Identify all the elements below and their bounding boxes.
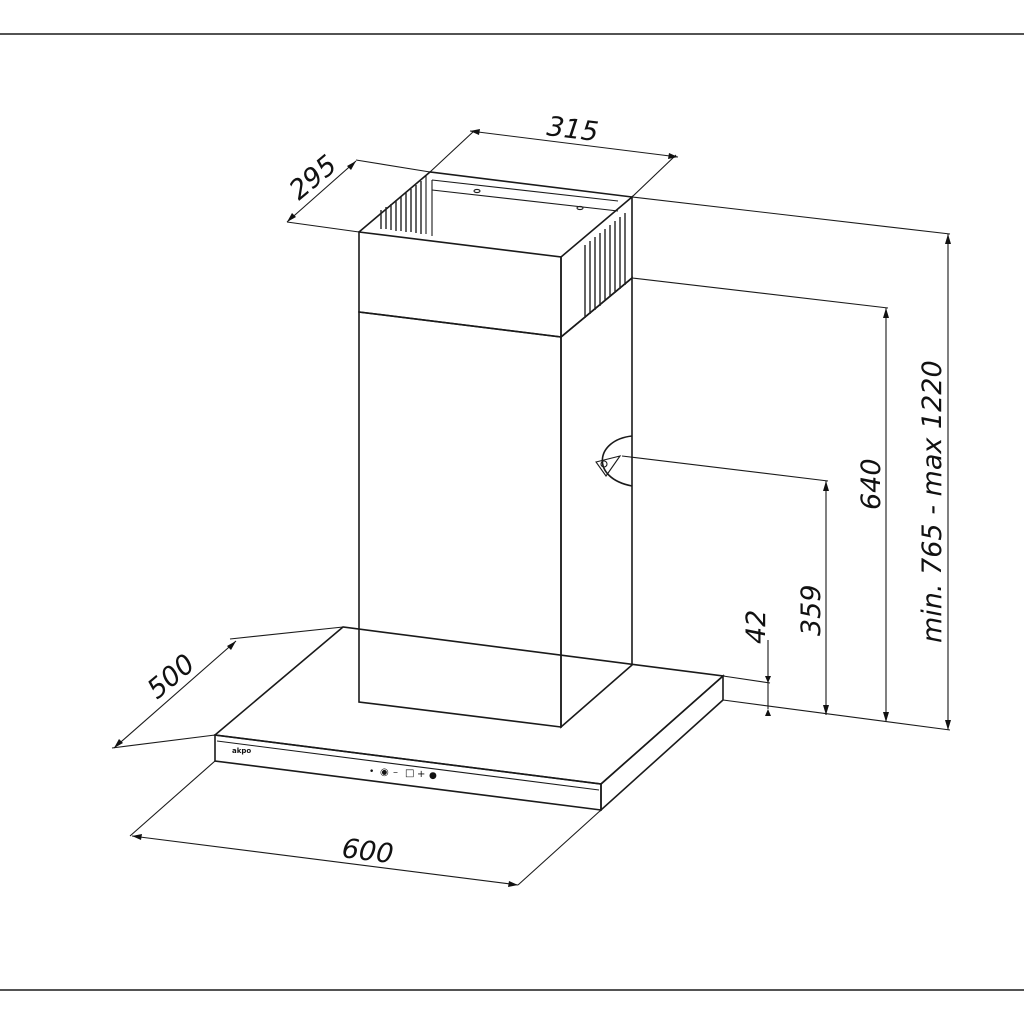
ext-canopy-top: [722, 675, 771, 684]
ext-top: [631, 196, 951, 235]
socket-icon: [595, 455, 622, 477]
dim-outlet-height: 359: [796, 481, 829, 715]
chimney-lower-front: [358, 311, 562, 728]
bracket-hole-right: [576, 205, 584, 211]
control-power-icon[interactable]: ◉: [380, 767, 389, 778]
canopy: akpo • ◉ – □ + ●: [213, 626, 725, 812]
chimney-top-rim: [358, 171, 633, 233]
vent-slots-left: [380, 181, 422, 234]
socket-cutout: [601, 435, 633, 487]
label-640: 640: [856, 458, 887, 510]
vent-slots-side: [584, 213, 626, 318]
ext-chimney-joint: [631, 277, 889, 309]
canopy-front-edge: [216, 740, 600, 791]
label-600: 600: [340, 833, 395, 870]
dim-top-width: 315: [429, 111, 679, 198]
control-panel[interactable]: • ◉ – □ + ●: [369, 767, 437, 781]
label-500: 500: [142, 648, 201, 705]
canopy-side-face: [600, 674, 724, 812]
canopy-top-face: [213, 626, 725, 785]
label-total-height: min. 765 - max 1220: [917, 360, 948, 643]
chimney-upper-side: [560, 195, 633, 339]
label-315: 315: [545, 111, 600, 148]
ext-canopy-bottom: [722, 699, 951, 731]
dim-canopy-height: 42: [741, 610, 772, 716]
dim-canopy-depth: 500: [111, 626, 344, 749]
label-42: 42: [741, 610, 772, 644]
ext-socket: [621, 455, 829, 482]
control-plus-icon[interactable]: +: [417, 769, 425, 780]
label-359: 359: [796, 584, 827, 636]
chimney: [358, 171, 633, 729]
brand-logo: akpo: [232, 747, 251, 755]
dim-canopy-width: 600: [129, 760, 602, 887]
label-295: 295: [284, 149, 343, 206]
mounting-bracket-top: [431, 179, 619, 202]
chimney-upper-front: [358, 231, 562, 338]
control-light-icon[interactable]: □: [405, 768, 414, 779]
socket-pin-icon: [600, 460, 608, 468]
dim-chimney-height: 640: [856, 308, 889, 722]
control-minus-icon[interactable]: –: [393, 767, 398, 778]
control-indicator-icon[interactable]: ●: [429, 771, 437, 781]
bracket-hole-left: [473, 188, 481, 194]
dim-total-height: min. 765 - max 1220: [917, 234, 951, 730]
control-dot-icon[interactable]: •: [369, 767, 374, 777]
mounting-bracket-bottom: [431, 189, 619, 212]
